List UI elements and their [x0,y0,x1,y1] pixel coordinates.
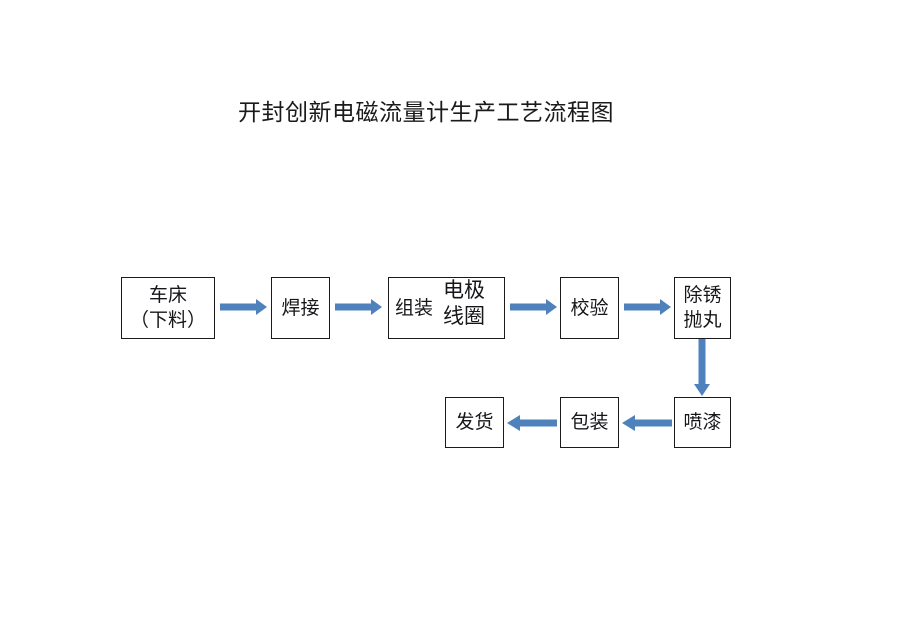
node-painting[interactable]: 喷漆 [674,397,731,448]
node-lathe-label: 车床 （下料） [129,285,206,331]
arrow-lathe-to-welding [220,298,268,316]
arrow-welding-to-assembly [335,298,383,316]
node-derusting-label: 除锈 抛丸 [683,285,722,331]
node-assembly-label: 组装 [395,297,434,319]
node-shipping-label: 发货 [455,412,494,433]
arrow-assembly-to-calibration [510,298,558,316]
node-shipping[interactable]: 发货 [445,397,504,448]
node-derusting[interactable]: 除锈 抛丸 [674,277,731,339]
node-painting-label: 喷漆 [683,412,722,433]
node-calibration[interactable]: 校验 [560,277,619,339]
arrow-packaging-to-shipping [506,414,557,432]
page-title: 开封创新电磁流量计生产工艺流程图 [238,100,614,125]
node-welding[interactable]: 焊接 [271,277,330,339]
node-packaging[interactable]: 包装 [560,397,619,448]
node-assembly[interactable]: 组装 电极 线圈 [388,277,505,339]
node-assembly-subparts: 电极 线圈 [443,278,486,328]
node-welding-label: 焊接 [281,297,320,319]
arrow-calibration-to-derusting [624,298,672,316]
arrow-painting-to-packaging [621,414,672,432]
arrow-derusting-to-painting [693,339,711,397]
node-lathe[interactable]: 车床 （下料） [121,277,215,339]
node-packaging-label: 包装 [570,412,609,433]
node-calibration-label: 校验 [570,297,609,319]
